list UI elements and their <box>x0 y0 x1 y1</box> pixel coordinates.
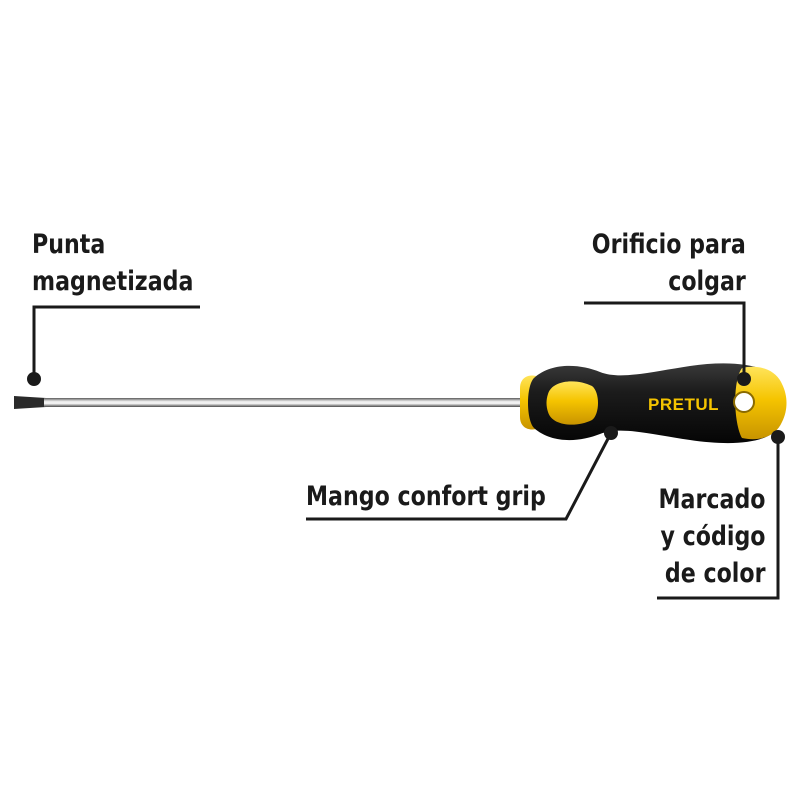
grip-label-text: Mango confort grip <box>306 481 546 512</box>
shaft-rod <box>44 398 530 407</box>
shaft <box>14 396 530 409</box>
handle-black-body <box>528 363 786 444</box>
marking-label-line-2: y código <box>661 521 766 552</box>
marking-dot <box>771 430 785 444</box>
callouts <box>32 301 780 600</box>
marking-label-line-1: Marcado <box>658 484 766 515</box>
tip-label-line-1: Punta <box>32 229 106 260</box>
brand-logo: PRETUL <box>648 395 719 414</box>
hang-hole <box>733 391 755 413</box>
hang-hole-dot <box>737 372 751 386</box>
tip-label-line-2: magnetizada <box>32 266 194 297</box>
tip-label: Punta magnetizada <box>32 226 193 300</box>
handle-grip-insert <box>546 381 598 425</box>
callout-dots <box>27 372 785 444</box>
handle: PRETUL <box>520 363 787 444</box>
tip-dot <box>27 372 41 386</box>
marking-label-line-3: de color <box>665 558 766 589</box>
marking-leader-line <box>657 437 780 600</box>
handle-end-cap <box>735 366 787 440</box>
hang-hole-label: Orificio para colgar <box>592 226 746 300</box>
hang-hole-label-line-1: Orificio para <box>591 229 746 260</box>
hang-hole-label-line-2: colgar <box>668 266 746 297</box>
grip-label: Mango confort grip <box>306 478 546 515</box>
hang-hole-leader-line <box>584 301 746 379</box>
marking-label: Marcado y código de color <box>659 481 766 592</box>
screwdriver-tip <box>14 396 46 409</box>
grip-dot <box>604 426 618 440</box>
grip-leader-line <box>306 432 613 521</box>
tip-leader-line <box>32 305 200 379</box>
